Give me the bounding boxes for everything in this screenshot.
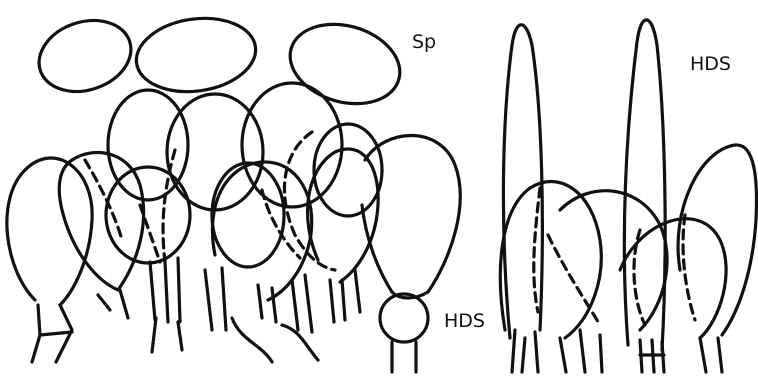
- right-stalks: [512, 330, 722, 372]
- cell-r1: [500, 181, 601, 338]
- cell-far-left: [7, 158, 92, 305]
- spore-2: [132, 11, 261, 99]
- dashed-r2: [548, 235, 600, 325]
- left-cell-cluster: [7, 83, 460, 372]
- cell-back-4: [314, 124, 382, 216]
- cell-front-1: [59, 152, 143, 290]
- spore-1: [30, 9, 140, 103]
- dashed-r3: [634, 230, 645, 325]
- dashed-r4: [683, 215, 695, 320]
- stalk-right-edge: [392, 342, 416, 372]
- label-hds-top: HDS: [690, 53, 731, 75]
- cell-front-2: [106, 167, 190, 263]
- dashed-outline-2: [163, 150, 175, 262]
- spore-3: [281, 12, 410, 116]
- cell-back-3: [242, 83, 342, 207]
- stalk-far-left: [32, 305, 72, 362]
- cell-front-4: [212, 163, 284, 267]
- label-hds-bottom: HDS: [444, 310, 485, 332]
- stalk-squiggles: [152, 318, 318, 362]
- hair-left: [503, 25, 542, 338]
- label-sp: Sp: [412, 31, 436, 53]
- cell-front-3: [212, 162, 311, 300]
- cell-r3: [620, 219, 726, 338]
- basal-cell-right: [380, 294, 428, 342]
- stalks-row: [98, 258, 360, 332]
- spores-group: [30, 9, 410, 116]
- cell-r2: [560, 191, 667, 330]
- dashed-r1: [534, 188, 540, 312]
